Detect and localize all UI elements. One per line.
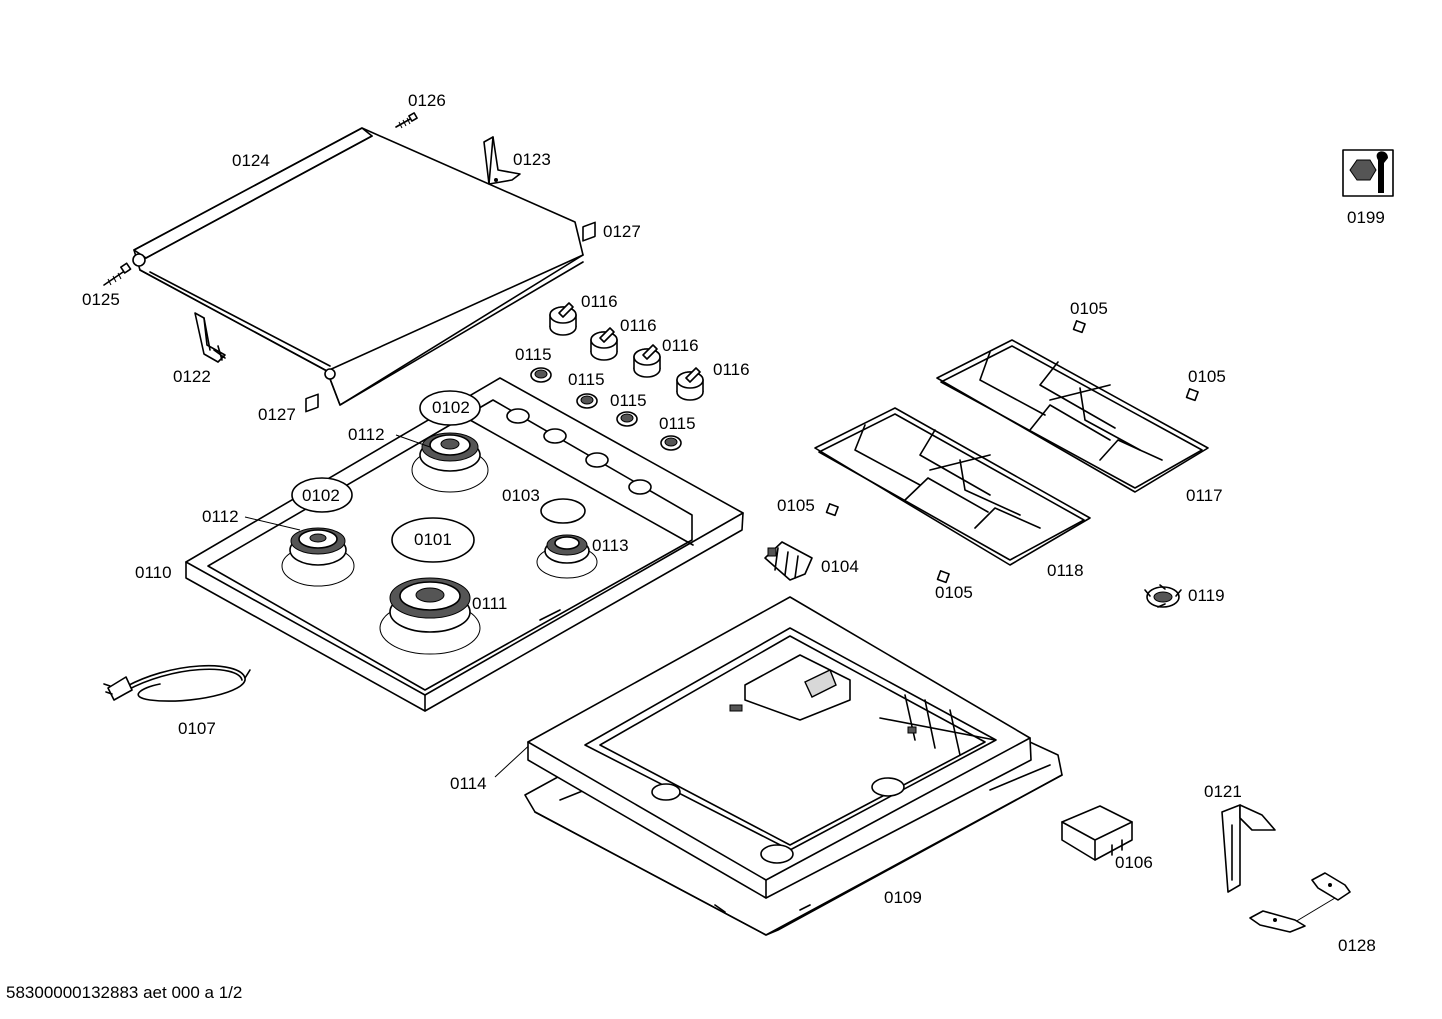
clips-0128 bbox=[1249, 872, 1351, 933]
label-0118: 0118 bbox=[1047, 561, 1084, 580]
box-0106 bbox=[1061, 805, 1133, 861]
bracket-0121 bbox=[1221, 804, 1276, 893]
label-0105-d: 0105 bbox=[935, 583, 973, 602]
label-0115-d: 0115 bbox=[659, 414, 696, 433]
wrench-nut-icon bbox=[1342, 149, 1394, 197]
label-0117: 0117 bbox=[1186, 486, 1223, 505]
document-footer: 58300000132883 aet 000 a 1/2 bbox=[6, 983, 243, 1002]
label-0128: 0128 bbox=[1338, 936, 1376, 955]
burner-0111-large bbox=[379, 577, 481, 655]
label-0110: 0110 bbox=[135, 563, 172, 582]
label-0116-b: 0116 bbox=[620, 316, 657, 335]
label-0123: 0123 bbox=[513, 150, 551, 169]
bracket-0123 bbox=[483, 136, 521, 185]
rings-0115 bbox=[530, 367, 682, 451]
pan-support-0118 bbox=[814, 407, 1091, 566]
burner-0113-small bbox=[536, 534, 598, 579]
label-0119: 0119 bbox=[1188, 586, 1225, 605]
label-0106: 0106 bbox=[1115, 853, 1153, 872]
screw-0126 bbox=[395, 112, 418, 129]
label-0127-bottom: 0127 bbox=[258, 405, 296, 424]
label-0115-c: 0115 bbox=[610, 391, 647, 410]
label-0102-rear: 0102 bbox=[432, 398, 470, 417]
rubber-feet-0105 bbox=[825, 320, 1199, 584]
label-0101: 0101 bbox=[414, 530, 452, 549]
label-0199: 0199 bbox=[1347, 208, 1385, 227]
label-0105-c: 0105 bbox=[777, 496, 815, 515]
pan-support-0117 bbox=[936, 339, 1209, 493]
label-0116-c: 0116 bbox=[662, 336, 699, 355]
label-0107: 0107 bbox=[178, 719, 216, 738]
cover-lid bbox=[132, 127, 584, 406]
burner-0112-front bbox=[281, 527, 355, 587]
terminal-block-0104 bbox=[764, 541, 813, 581]
label-0114: 0114 bbox=[450, 774, 487, 793]
label-0126: 0126 bbox=[408, 91, 446, 110]
label-0125: 0125 bbox=[82, 290, 120, 309]
bracket-0122 bbox=[194, 312, 226, 363]
simmer-ring-0119 bbox=[1144, 584, 1182, 608]
label-0121: 0121 bbox=[1204, 782, 1242, 801]
label-0111: 0111 bbox=[472, 594, 508, 613]
label-0112-rear: 0112 bbox=[348, 425, 385, 444]
pad-0127-top bbox=[582, 221, 596, 242]
label-0127-top: 0127 bbox=[603, 222, 641, 241]
label-0116-a: 0116 bbox=[581, 292, 618, 311]
label-0122: 0122 bbox=[173, 367, 211, 386]
screw-0125 bbox=[103, 262, 132, 286]
cap-0102-rear bbox=[419, 390, 481, 426]
label-0112-front: 0112 bbox=[202, 507, 239, 526]
label-0116-d: 0116 bbox=[713, 360, 750, 379]
cap-0102-front bbox=[291, 477, 353, 513]
cap-0101 bbox=[391, 517, 475, 563]
label-0124: 0124 bbox=[232, 151, 270, 170]
frame-0114 bbox=[527, 596, 1032, 899]
label-0104: 0104 bbox=[821, 557, 859, 576]
power-cord bbox=[103, 664, 251, 702]
label-0113: 0113 bbox=[592, 536, 629, 555]
label-0103: 0103 bbox=[502, 486, 540, 505]
knobs-0116 bbox=[549, 302, 704, 401]
label-0115-a: 0115 bbox=[515, 345, 552, 364]
burner-0112-rear bbox=[411, 432, 489, 493]
label-0109: 0109 bbox=[884, 888, 922, 907]
label-0102-front: 0102 bbox=[302, 486, 340, 505]
label-0105-b: 0105 bbox=[1188, 367, 1226, 386]
label-0105-a: 0105 bbox=[1070, 299, 1108, 318]
cap-0103 bbox=[540, 498, 586, 524]
pad-0127-bottom bbox=[305, 393, 319, 413]
label-0115-b: 0115 bbox=[568, 370, 605, 389]
